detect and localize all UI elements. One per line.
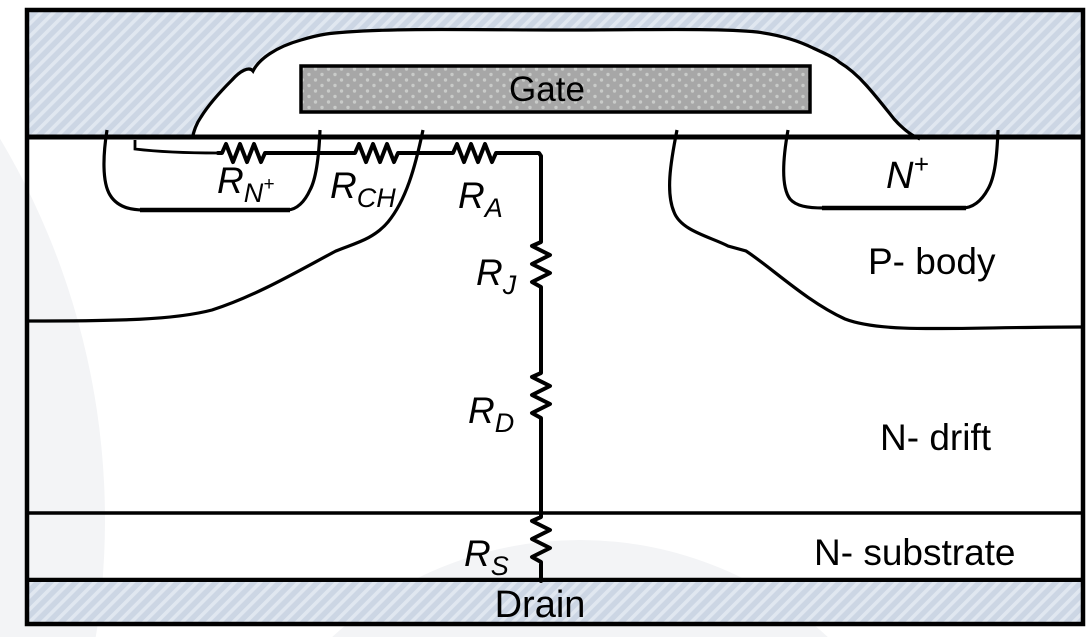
resistance-current-path <box>216 142 552 583</box>
left-p-body-junction <box>28 129 425 323</box>
drain-label: Drain <box>495 584 586 626</box>
right-p-body-junction <box>667 129 1082 331</box>
resistor-label-rn-plus: RN+ <box>217 160 274 208</box>
region-label-n-drift: N- drift <box>880 417 992 458</box>
source-contact-curve <box>133 140 219 155</box>
resistor-label-ra: RA <box>458 175 503 223</box>
region-label-n-substrate: N- substrate <box>814 532 1016 573</box>
resistor-label-rd: RD <box>468 390 514 438</box>
region-label-p-body: P- body <box>868 241 996 282</box>
resistor-label-rj: RJ <box>476 252 517 300</box>
region-label-n-plus: N+ <box>886 149 929 197</box>
figure-border <box>24 7 1086 627</box>
source-metal-region <box>29 12 1081 139</box>
drain-metal-region <box>29 582 1081 622</box>
oxide-dome-outline <box>190 27 921 141</box>
gate-electrode <box>299 64 812 114</box>
gate-label: Gate <box>509 70 585 109</box>
resistor-label-rs: RS <box>464 533 509 581</box>
resistor-label-rch: RCH <box>330 165 396 213</box>
